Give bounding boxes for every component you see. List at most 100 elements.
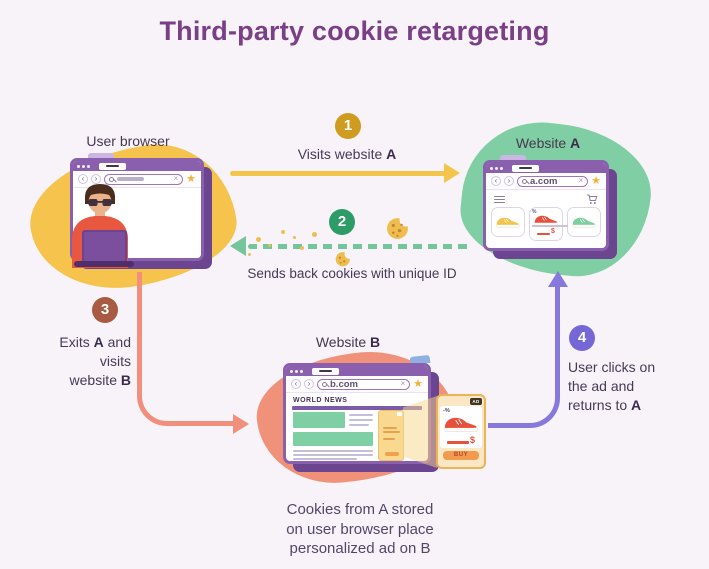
step2-text: Sends back cookies with unique ID — [247, 266, 457, 281]
news-headline: WORLD NEWS — [293, 397, 348, 404]
back-icon: ‹ — [291, 379, 301, 389]
article-image — [293, 412, 345, 428]
step3-arrow — [137, 272, 235, 426]
bookmark-star-icon: ★ — [186, 172, 196, 185]
text-line — [349, 424, 369, 426]
clear-icon: × — [578, 176, 584, 185]
neck — [95, 211, 105, 217]
crumb — [281, 230, 285, 234]
text-line — [293, 450, 373, 452]
laptop-base — [74, 261, 134, 267]
window-dots-icon — [77, 164, 90, 168]
search-icon — [322, 381, 327, 387]
step3-line1: Exits A and — [59, 334, 131, 350]
crumb — [300, 246, 304, 250]
step3-line3: website B — [69, 372, 131, 388]
forward-icon: › — [304, 379, 314, 389]
browser-tab-pill — [312, 367, 339, 375]
crumb — [256, 237, 261, 242]
caption-line1: Cookies from A stored — [286, 501, 434, 518]
sneaker-icon — [533, 215, 559, 226]
magnify-beam — [403, 396, 437, 468]
step1-text-bold: A — [386, 146, 397, 162]
website-b-label-letter: B — [370, 334, 381, 350]
step3-text: Exits A and visits website B — [35, 333, 131, 390]
browser-toolbar: ‹ › b.com × ★ — [286, 376, 428, 393]
ad-text-line — [383, 427, 397, 429]
clear-icon: × — [400, 379, 406, 388]
crumb — [248, 253, 251, 256]
menu-icon — [494, 195, 505, 204]
url-text: a.com — [530, 175, 558, 187]
address-bar: b.com × — [317, 378, 411, 390]
strikethrough-price-bar — [537, 232, 551, 235]
search-icon — [109, 176, 114, 182]
step4-arrowhead — [548, 271, 568, 287]
in-page-ad-banner — [378, 410, 404, 461]
browser-tab — [88, 153, 114, 161]
user-browser-label: User browser — [68, 133, 188, 149]
window-dots-icon — [290, 369, 303, 373]
url-placeholder-bar — [117, 177, 144, 181]
ad-corner-tag — [397, 412, 402, 416]
bookmark-star-icon: ★ — [591, 174, 601, 187]
sneaker-icon — [495, 217, 521, 228]
price-row: $ — [537, 228, 555, 235]
step4-badge: 4 — [569, 325, 595, 351]
step4-line1: User clicks on — [568, 359, 656, 375]
step3-badge: 3 — [92, 297, 118, 323]
user-browser-window: ‹ › × ★ — [70, 158, 204, 261]
user-browser-label-text: User browser — [86, 133, 170, 149]
search-icon — [522, 178, 527, 184]
text-line — [293, 458, 357, 460]
step3-line2: visits — [99, 353, 131, 369]
back-icon: ‹ — [491, 176, 501, 186]
browser-toolbar: ‹ › × ★ — [73, 171, 201, 188]
buy-button: BUY — [443, 451, 479, 460]
page-title: Third-party cookie retargeting — [159, 16, 550, 46]
discount-tag-icon: % — [532, 209, 537, 215]
card-underline — [532, 225, 568, 227]
laptop-screen-inner — [84, 232, 125, 261]
sneaker-icon — [443, 417, 479, 432]
divider — [292, 406, 422, 410]
ad-mini-button — [385, 452, 399, 456]
caption-line2: on user browser place — [286, 520, 434, 538]
article-image — [293, 432, 373, 446]
titlebar — [73, 161, 201, 171]
step2-badge: 2 — [329, 209, 355, 235]
browser-toolbar: ‹ › a.com × ★ — [486, 173, 606, 190]
ad-text-line — [383, 431, 400, 433]
crumb — [312, 232, 317, 237]
price-symbol: $ — [469, 435, 475, 445]
crumb — [293, 236, 296, 239]
product-card — [491, 207, 525, 237]
browser-tab — [500, 155, 526, 163]
website-b-label-prefix: Website — [315, 334, 371, 350]
strikethrough-price-bar — [446, 441, 469, 444]
step4-text: User clicks on the ad and returns to A — [568, 358, 670, 415]
cart-icon — [587, 194, 598, 204]
retargeted-ad-card: AD -% $ BUY — [436, 394, 486, 469]
product-card — [567, 207, 601, 237]
text-line — [293, 454, 373, 456]
step1-badge: 1 — [335, 113, 361, 139]
cookie-icon — [387, 215, 411, 239]
titlebar — [486, 163, 606, 173]
forward-icon: › — [91, 174, 101, 184]
step1-text-pre: Visits website — [297, 146, 387, 162]
website-a-window: ‹ › a.com × ★ — [483, 160, 609, 251]
ad-text-line — [383, 438, 395, 440]
step3-arrowhead — [233, 414, 249, 434]
person-illustration — [72, 184, 134, 268]
window-dots-icon — [490, 166, 503, 170]
step2-arrowhead — [230, 236, 246, 256]
shop-header-row — [486, 190, 606, 206]
step4-line2: the ad and — [568, 378, 635, 394]
website-a-label-prefix: Website — [515, 135, 571, 151]
price-symbol: $ — [551, 228, 555, 235]
bookmark-star-icon: ★ — [413, 377, 423, 390]
sneaker-icon — [571, 217, 597, 228]
step4-line3: returns to A — [568, 397, 642, 413]
